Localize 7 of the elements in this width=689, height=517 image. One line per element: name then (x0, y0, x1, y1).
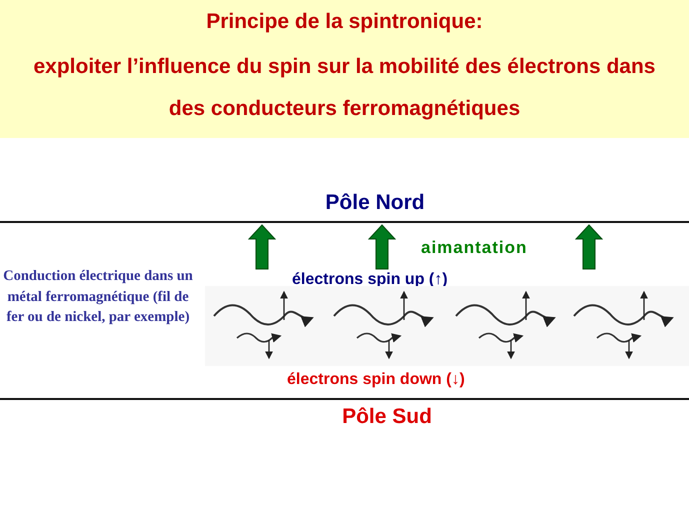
description-text: Conduction électrique dans un métal ferromagnétique (fil de fer ou de nickel, par exemple) (2, 267, 194, 327)
title: Principe de la spintronique: (206, 9, 483, 35)
subtitle: exploiter l’influence du spin sur la mobilité des électrons dans des conducteurs ferromagnétiques (32, 54, 656, 122)
pole-label: Pôle Sud (341, 404, 433, 430)
pole-label: Pôle Nord (324, 190, 426, 216)
spin-down-label: électrons spin down (↓) (287, 370, 465, 390)
magnetization-label: aimantation (421, 237, 528, 259)
